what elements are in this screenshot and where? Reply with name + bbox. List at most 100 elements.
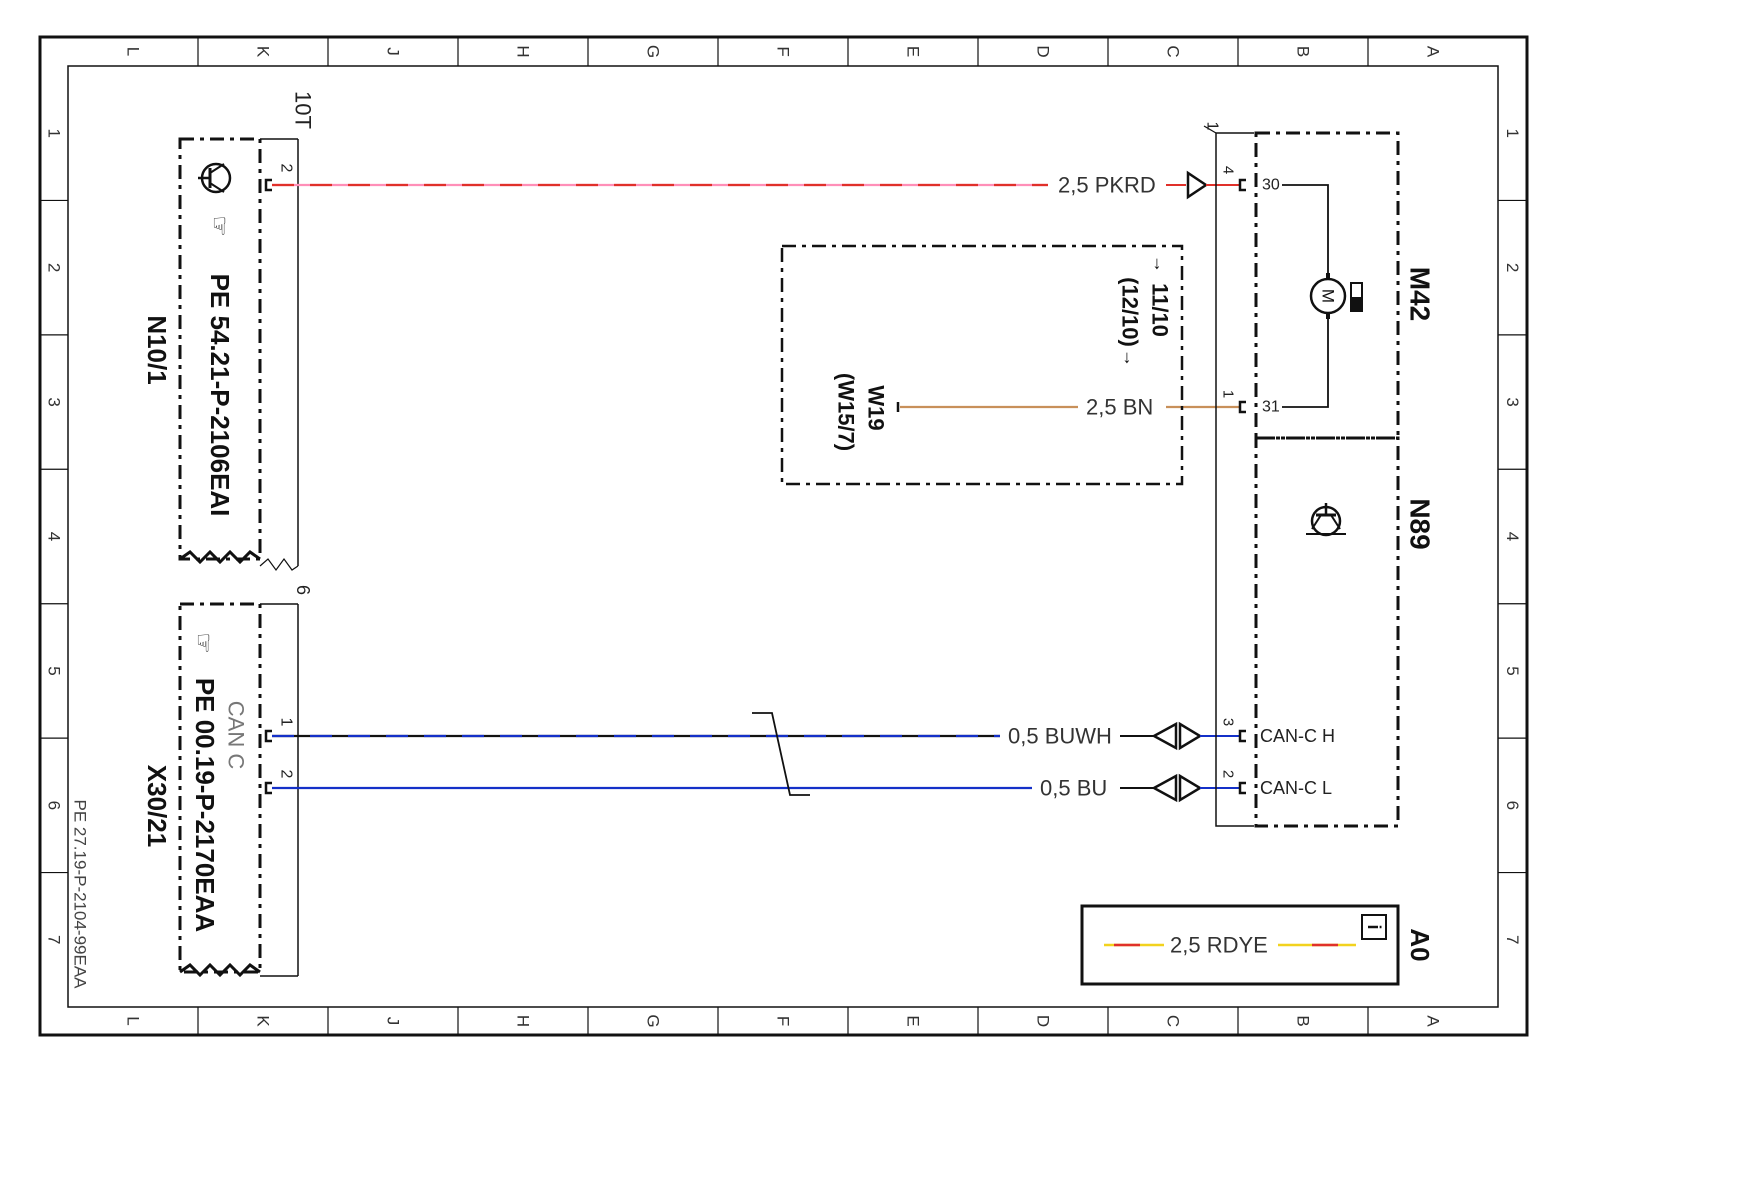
legend-wire-label: 2,5 RDYE — [1170, 933, 1268, 958]
pointing-hand-icon: ☞ — [206, 215, 233, 237]
legend-boundary — [1080, 904, 1400, 986]
grid-row-label: 6 — [1503, 801, 1522, 810]
wire-buwh-label: 0,5 BUWH — [1008, 724, 1112, 749]
n10-1-reference: PE 54.21-P-2106EAI — [205, 274, 235, 517]
grid-column-label: B — [1294, 1015, 1313, 1026]
n89-boundary — [1254, 436, 1400, 828]
n89-label: N89 — [1405, 498, 1436, 549]
transistor-icon — [198, 162, 232, 194]
grid-column-label: K — [254, 1015, 273, 1027]
grid-column-label: F — [774, 1016, 793, 1026]
x30-21-boundary — [178, 602, 262, 974]
grid-column-label: L — [124, 47, 143, 56]
n89-pin-can-l: CAN-C L — [1260, 778, 1332, 798]
motor-letter: M — [1319, 289, 1338, 303]
grid-column-label: C — [1164, 45, 1183, 57]
grid-row-label: 2 — [1503, 263, 1522, 272]
ground-point-label: W19 — [864, 385, 889, 430]
x30-21-pin-can-l: 2 — [278, 770, 295, 779]
grid-column-label: L — [124, 1016, 143, 1025]
wire-bu: 0,5 BU — [272, 773, 1240, 803]
grid-column-label: K — [254, 46, 273, 58]
n89-module: N89 CAN-C H CAN-C L — [1254, 436, 1436, 828]
svg-text:☞: ☞ — [206, 215, 233, 237]
grid-column-label: H — [514, 45, 533, 57]
pin-number: 1 — [1220, 390, 1237, 398]
info-icon — [1361, 914, 1387, 940]
grid-row-label: 6 — [45, 801, 64, 810]
grid-column-label: E — [904, 1015, 923, 1026]
grid-column-label: C — [1164, 1015, 1183, 1027]
grid-row-label: 5 — [1503, 666, 1522, 675]
grid-column-label: G — [644, 45, 663, 58]
x30-21-pin-count: 6 — [293, 585, 313, 595]
inner-frame — [67, 65, 1499, 1008]
n10-1-pin-number: 2 — [278, 164, 295, 173]
grid-column-label: A — [1424, 46, 1443, 58]
svg-text:→: → — [1120, 349, 1140, 367]
wire-pkrd: 2,5 PKRD — [272, 170, 1240, 200]
grid-row-label: 7 — [45, 935, 64, 944]
svg-text:☞: ☞ — [190, 632, 217, 654]
grid-row-label: 7 — [1503, 935, 1522, 944]
n10-1-pin-terminal — [264, 178, 272, 192]
x30-21-label: X30/21 — [142, 765, 172, 847]
grid-column-label: D — [1034, 45, 1053, 57]
connector-right-arrow-icon — [1178, 721, 1203, 751]
n10-1-bundle-label: 10T — [291, 91, 316, 129]
x30-21-reference: PE 00.19-P-2170EAA — [190, 678, 220, 933]
grid-row-label: 5 — [45, 666, 64, 675]
pointing-hand-icon: ☞ — [190, 632, 217, 654]
wire-bn: 2,5 BN — [900, 395, 1240, 420]
pin-number: 4 — [1220, 166, 1237, 174]
connector-left-arrow-icon — [1151, 721, 1178, 751]
pin-number: 3 — [1220, 718, 1237, 726]
connector-left-arrow-icon — [1151, 773, 1178, 803]
grid-row-label: 1 — [1503, 128, 1522, 137]
m42-label: M42 — [1405, 267, 1436, 321]
arrow-right-icon: → — [1150, 255, 1170, 273]
grid-row-label: 2 — [45, 263, 64, 272]
n10-1-module: ☞ PE 54.21-P-2106EAI N10/1 10T 2 — [142, 91, 316, 572]
ground-reference-box: W19 (W15/7) 11/10 (12/10) → → — [780, 244, 1184, 486]
n10-1-boundary — [178, 137, 262, 561]
grid-column-label: G — [644, 1014, 663, 1027]
twisted-pair-mark — [752, 712, 810, 796]
grid-dividers — [40, 37, 1527, 1035]
can-c-bus-label: CAN C — [224, 701, 249, 770]
connector-right-arrow-icon — [1178, 773, 1203, 803]
m42-pin-30: 30 — [1262, 177, 1280, 194]
n89-pin-can-h: CAN-C H — [1260, 726, 1335, 746]
wire-buwh: 0,5 BUWH — [272, 721, 1240, 751]
splice-arrow-icon — [1186, 170, 1209, 200]
transistor-icon — [1306, 503, 1346, 537]
grid-column-label: F — [774, 46, 793, 56]
pin-number: 2 — [1220, 770, 1237, 778]
grid-column-label: E — [904, 46, 923, 57]
arrow-right-icon: → — [1120, 349, 1140, 367]
m42-motor: 30 31 M M42 — [1254, 131, 1436, 440]
outer-frame — [38, 35, 1529, 1037]
x30-21-connector: ☞ PE 00.19-P-2170EAA X30/21 CAN C 6 1 2 — [142, 585, 313, 978]
ground-reference-boundary — [780, 244, 1184, 486]
n10-1-break-mark — [179, 549, 261, 565]
ground-reference-alt: (12/10) — [1118, 277, 1143, 347]
grid-row-label: 3 — [1503, 397, 1522, 406]
grid-row-label: 4 — [1503, 532, 1522, 541]
grid-column-label: A — [1424, 1015, 1443, 1027]
grid-row-label: 4 — [45, 532, 64, 541]
n10-1-label: N10/1 — [142, 315, 172, 384]
x30-21-pin-can-h: 1 — [278, 718, 295, 727]
svg-text:→: → — [1150, 255, 1170, 273]
wire-pkrd-label: 2,5 PKRD — [1058, 173, 1156, 198]
bracket-number: 1 — [1204, 122, 1221, 131]
grid-column-label: J — [384, 47, 403, 56]
ground-point-alt-label: (W15/7) — [834, 373, 859, 451]
b-connector-bracket: 1 4 1 3 2 — [1204, 122, 1254, 827]
m42-pin-31: 31 — [1262, 399, 1280, 416]
grid-row-label: 1 — [45, 128, 64, 137]
grid-column-label: D — [1034, 1015, 1053, 1027]
ground-reference: 11/10 — [1148, 283, 1173, 337]
legend-box: 2,5 RDYE i A0 — [1080, 904, 1435, 986]
